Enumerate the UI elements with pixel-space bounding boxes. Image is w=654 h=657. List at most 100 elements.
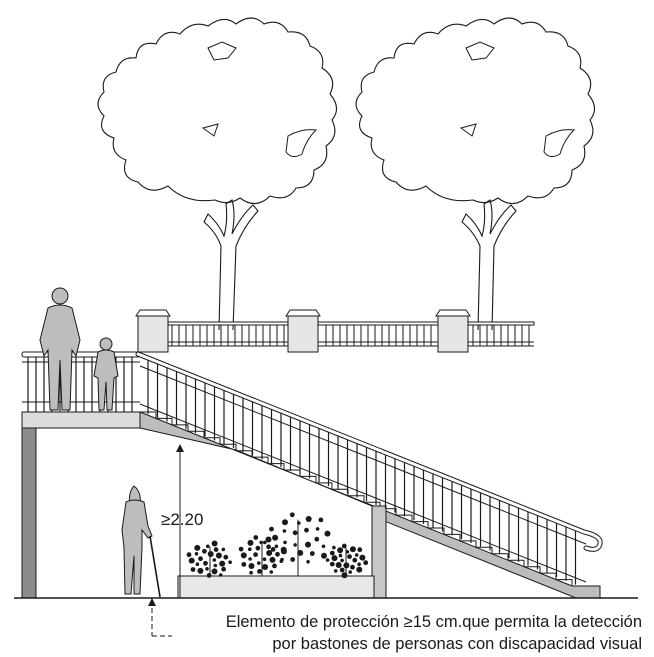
shrub-leaf xyxy=(215,552,222,559)
shrub-leaf xyxy=(363,560,369,566)
planter xyxy=(177,512,375,599)
shrub-leaf xyxy=(218,573,223,577)
tree-left-trunk xyxy=(203,199,259,331)
shrub-leaf xyxy=(279,559,284,563)
shrub-leaf xyxy=(205,567,209,571)
shrub-leaf xyxy=(315,527,320,531)
shrub-leaf xyxy=(333,569,338,573)
shrub-leaf xyxy=(253,535,259,540)
person-child-on-landing xyxy=(93,337,119,411)
shrub-leaf xyxy=(223,554,229,560)
shrub-leaf xyxy=(188,557,195,564)
shrub-leaf xyxy=(356,566,363,573)
shrub-leaf xyxy=(290,557,296,562)
shrub-leaf xyxy=(359,554,366,561)
tree-left-gap xyxy=(207,41,237,61)
shrub-leaf xyxy=(324,530,331,537)
shrub-leaf xyxy=(221,547,226,552)
shrub-leaf xyxy=(318,517,324,523)
shrub-leaf xyxy=(329,550,335,556)
shrub-leaf xyxy=(190,567,196,572)
shrub-leaf xyxy=(341,572,348,579)
shrub-leaf xyxy=(331,555,338,562)
shrubs xyxy=(186,512,369,579)
shrub-leaf xyxy=(228,560,232,564)
clearance-height-label: ≥2.20 xyxy=(161,510,204,529)
stair-railing-balusters xyxy=(147,359,577,585)
shrub-leaf xyxy=(257,561,261,565)
shrub-leaf xyxy=(325,558,330,562)
shrub-leaf xyxy=(197,567,204,574)
shrub-leaf xyxy=(332,545,336,550)
shrub-leaf xyxy=(272,563,277,569)
shrub-leaf xyxy=(274,544,279,549)
shrub-leaf xyxy=(269,526,274,532)
shrub-leaf xyxy=(255,545,261,551)
shrub-leaf xyxy=(280,548,287,555)
shrub-leaf xyxy=(249,570,253,575)
shrub-leaf xyxy=(263,540,267,545)
shrub-leaf xyxy=(186,552,192,558)
shrub-leaf xyxy=(305,516,312,522)
pillar xyxy=(435,309,471,353)
shrub-leaf xyxy=(262,564,269,570)
shrub-leaf xyxy=(349,546,356,553)
shrub-leaf xyxy=(240,552,247,559)
shrub-leaf xyxy=(293,543,298,547)
shrub-leaf xyxy=(321,552,327,559)
shrub-leaf xyxy=(337,547,344,554)
shrub-leaf xyxy=(206,573,212,578)
shrub-leaf xyxy=(206,544,210,549)
shrub-leaf xyxy=(341,543,347,549)
tree-right-trunk xyxy=(461,199,517,331)
protection-note-line-1: Elemento de protección ≥15 cm.que permit… xyxy=(225,613,642,631)
shrub-leaf xyxy=(259,540,264,545)
upper-fence xyxy=(135,309,535,353)
shrub-leaf xyxy=(357,547,363,553)
shrub-leaf xyxy=(305,541,311,548)
shrub-leaf xyxy=(262,557,267,561)
shrub-leaf xyxy=(347,554,352,559)
clearance-dimension xyxy=(176,444,184,598)
shrub-leaf xyxy=(348,570,353,574)
stair-stringer xyxy=(139,411,601,599)
shrub-leaf xyxy=(219,560,226,567)
shrub-leaf xyxy=(289,512,295,518)
shrub-leaf xyxy=(265,536,272,543)
shrub-leaf xyxy=(241,562,247,567)
stair-railing xyxy=(135,351,603,585)
shrub-leaf xyxy=(329,561,335,567)
shrub-leaf xyxy=(213,547,219,552)
person-adult-on-landing xyxy=(39,287,81,411)
shrub-leaf xyxy=(247,539,254,546)
white-cane xyxy=(149,535,161,598)
shrub-leaf xyxy=(282,519,288,526)
shrub-leaf xyxy=(357,562,361,566)
shrub-leaf xyxy=(198,556,203,562)
shrub-leaf xyxy=(253,552,258,557)
pillar xyxy=(285,309,321,353)
tree-left-gap xyxy=(285,129,318,158)
staircase-structure xyxy=(21,411,601,599)
shrub-leaf xyxy=(354,553,359,557)
shrub-leaf xyxy=(304,527,309,533)
support-column xyxy=(21,427,37,599)
shrub-leaf xyxy=(350,564,355,570)
shrub-leaf xyxy=(321,544,326,549)
landing-railing xyxy=(21,351,141,412)
shrub-leaf xyxy=(314,536,320,542)
tree-right-gap xyxy=(465,41,495,61)
pillar xyxy=(135,309,171,353)
shrub-leaf xyxy=(297,521,301,525)
shrub-leaf xyxy=(282,529,287,533)
shrub-leaf xyxy=(221,566,227,572)
tree-right-gap xyxy=(459,123,477,137)
shrub-leaf xyxy=(283,540,287,545)
planter-box xyxy=(177,575,375,599)
shrub-leaf xyxy=(343,562,350,569)
shrub-leaf xyxy=(297,549,304,556)
shrub-leaf xyxy=(248,547,252,551)
shrub-leaf xyxy=(212,558,217,562)
tree-left-gap xyxy=(201,123,219,137)
